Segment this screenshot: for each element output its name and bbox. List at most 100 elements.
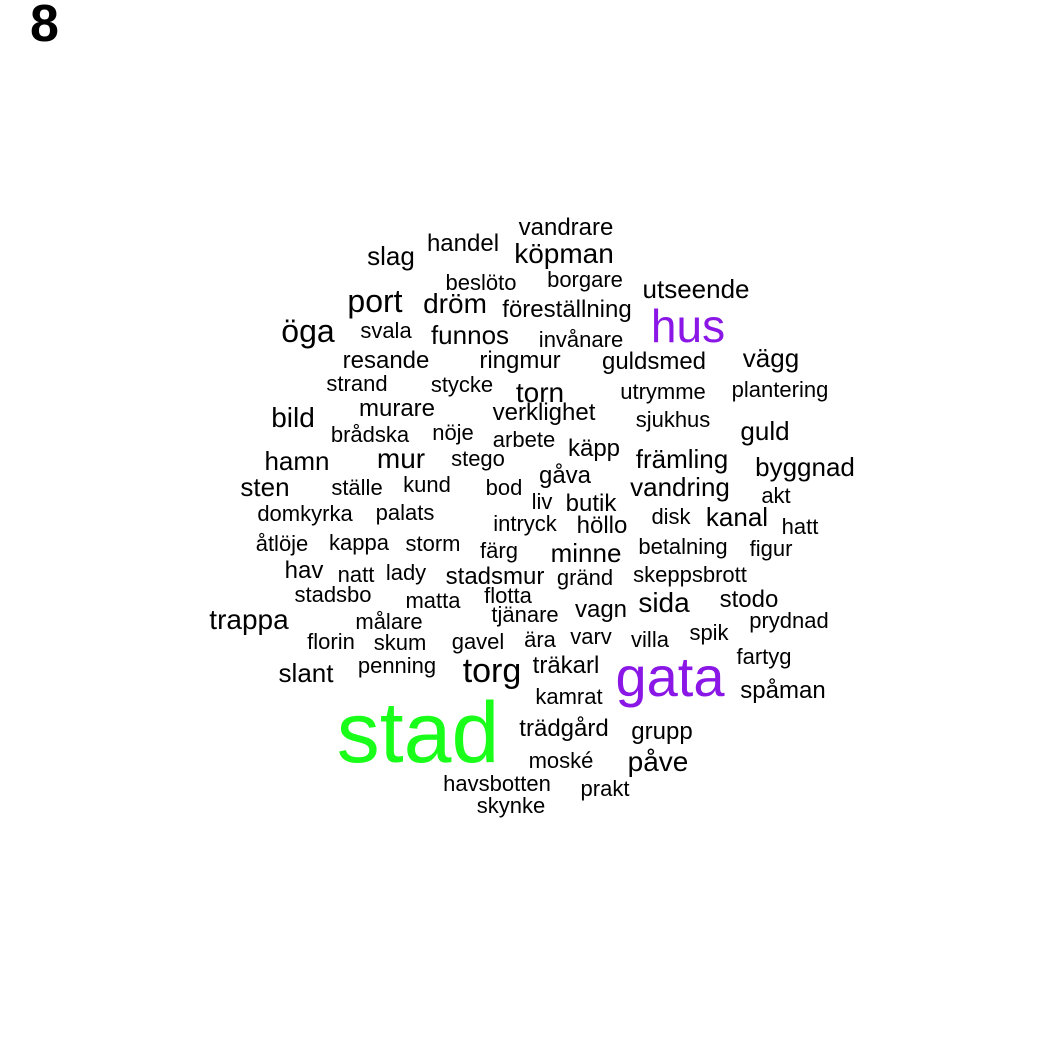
word-45: akt (761, 483, 791, 508)
word-23: plantering (731, 377, 829, 402)
panel-label: 8 (30, 0, 59, 53)
word-24: bild (271, 402, 315, 433)
word-65: gränd (556, 565, 614, 590)
word-20: stycke (430, 372, 494, 397)
word-49: disk (651, 504, 691, 529)
word-64: stadsmur (445, 563, 545, 590)
word-68: flotta (484, 583, 532, 608)
word-2: slag (367, 241, 415, 271)
word-1: handel (426, 230, 500, 257)
word-63: lady (385, 560, 427, 585)
word-79: gavel (451, 629, 505, 654)
word-32: käpp (567, 435, 621, 462)
word-69: matta (405, 588, 461, 613)
word-55: kappa (329, 530, 389, 555)
word-66: skeppsbrott (633, 562, 747, 587)
word-78: skum (373, 630, 427, 655)
word-12: funnos (430, 320, 510, 350)
word-97: havsbotten (443, 771, 551, 796)
word-67: stadsbo (294, 582, 372, 607)
word-62: natt (337, 562, 375, 587)
word-96: påve (627, 746, 689, 777)
word-13: invånare (538, 327, 624, 352)
word-0: vandrare (518, 214, 614, 241)
word-57: färg (480, 538, 518, 563)
word-37: byggnad (755, 452, 855, 482)
word-42: bod (485, 475, 523, 500)
word-84: fartyg (736, 644, 792, 669)
word-16: ringmur (479, 347, 561, 374)
word-83: spik (689, 620, 729, 645)
word-91: kamrat (535, 684, 603, 709)
word-75: målare (355, 609, 423, 634)
word-39: sten (240, 472, 290, 502)
word-22: utrymme (620, 379, 706, 404)
word-89: gata (615, 645, 725, 708)
word-77: florin (307, 629, 355, 654)
word-44: liv (531, 489, 553, 514)
word-70: sida (638, 587, 690, 618)
word-14: hus (650, 300, 726, 352)
word-26: verklighet (492, 399, 596, 426)
word-11: svala (360, 318, 412, 343)
word-93: trädgård (519, 715, 609, 742)
word-38: gåva (538, 462, 592, 489)
word-19: strand (326, 371, 388, 396)
word-10: öga (281, 313, 335, 349)
word-18: vägg (742, 343, 800, 373)
word-35: stego (451, 446, 505, 471)
word-51: intryck (493, 511, 557, 536)
word-8: dröm (423, 288, 487, 319)
word-61: hav (284, 557, 324, 584)
word-29: nöje (432, 420, 474, 445)
word-50: kanal (705, 502, 769, 532)
word-33: hamn (264, 446, 330, 476)
word-40: ställe (331, 475, 383, 500)
word-28: brådska (330, 422, 410, 447)
word-90: spåman (740, 677, 826, 704)
word-41: kund (403, 472, 451, 497)
word-6: utseende (642, 274, 750, 304)
word-27: sjukhus (635, 407, 711, 432)
word-46: butik (565, 490, 617, 517)
word-56: storm (405, 531, 461, 556)
word-4: beslöto (445, 270, 517, 295)
word-43: vandring (630, 472, 730, 502)
word-76: prydnad (749, 608, 829, 633)
word-30: arbete (492, 427, 556, 452)
word-15: resande (342, 347, 430, 374)
word-88: torg (462, 652, 522, 690)
word-21: torn (515, 377, 565, 408)
word-94: grupp (631, 718, 693, 745)
word-52: hatt (781, 514, 819, 539)
word-9: föreställning (502, 296, 632, 323)
word-34: mur (376, 443, 426, 474)
word-7: port (347, 283, 403, 319)
word-25: murare (358, 395, 436, 422)
word-17: guldsmed (601, 348, 707, 375)
word-72: trappa (209, 604, 289, 635)
word-31: guld (740, 416, 790, 446)
word-71: stodo (719, 586, 779, 613)
word-54: åtlöje (255, 531, 309, 556)
word-99: skynke (476, 793, 546, 818)
word-47: domkyrka (257, 501, 353, 526)
word-58: betalning (638, 534, 728, 559)
word-81: varv (570, 624, 612, 649)
word-60: minne (550, 538, 622, 568)
word-80: ära (524, 627, 556, 652)
word-95: moské (528, 748, 594, 773)
word-98: prakt (580, 776, 630, 801)
word-53: höllo (576, 512, 628, 539)
word-3: köpman (514, 238, 614, 269)
word-36: främling (635, 444, 729, 474)
word-92: stad (336, 685, 500, 781)
word-48: palats (375, 500, 435, 525)
word-85: penning (357, 653, 437, 678)
word-87: slant (278, 658, 334, 688)
word-74: vagn (574, 596, 628, 623)
word-86: träkarl (532, 652, 600, 679)
word-73: tjänare (491, 602, 559, 627)
word-5: borgare (547, 267, 623, 292)
